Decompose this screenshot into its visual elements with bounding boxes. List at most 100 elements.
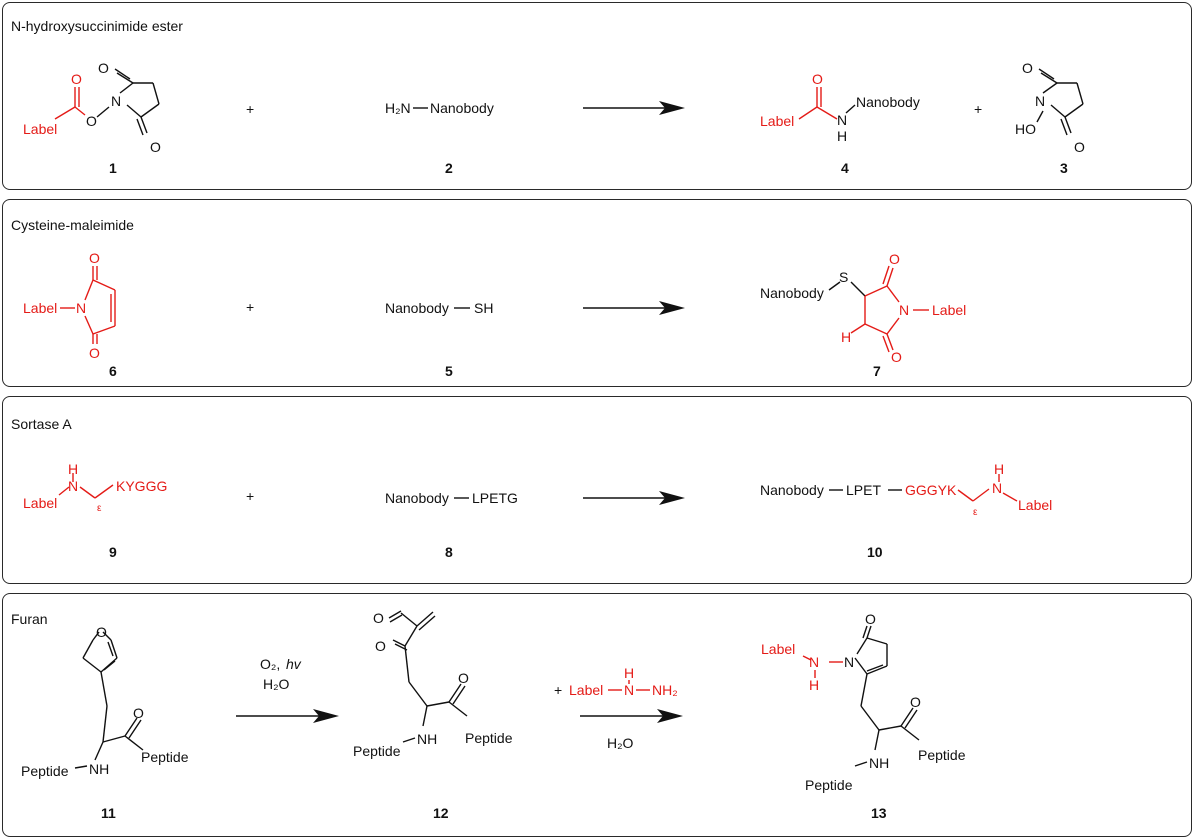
- oxygen-atom: O: [89, 345, 100, 361]
- nanobody-text: Nanobody: [385, 300, 449, 316]
- hydrogen-atom: H: [68, 461, 78, 477]
- peptide-text: Peptide: [21, 763, 69, 779]
- nanobody-text: Nanobody: [385, 490, 449, 506]
- oxygen-atom: O: [1022, 60, 1033, 76]
- nitrogen-atom: N: [1035, 93, 1045, 109]
- panel-nhs-ester: N-hydroxysuccinimide ester Label O O N O…: [2, 2, 1192, 190]
- compound-number: 6: [109, 363, 117, 379]
- panel-title: Cysteine-maleimide: [11, 217, 134, 233]
- nitrogen-atom: N: [624, 682, 634, 698]
- amine-group: NH₂: [652, 682, 678, 698]
- compound-3-n-hydroxysuccinimide: N O O HO: [1015, 60, 1085, 155]
- compound-9-label-kyggg: Label H N KYGGG ε: [23, 461, 167, 514]
- amine-group: NH: [869, 755, 889, 771]
- peptide-sequence: KYGGG: [116, 478, 167, 494]
- oxygen-atom: O: [1074, 139, 1085, 155]
- sortase-a-scheme: Sortase A Label H N KYGGG ε 9 + Nanobody…: [11, 416, 1052, 560]
- peptide-text: Peptide: [465, 730, 513, 746]
- label-text: Label: [1018, 497, 1052, 513]
- nitrogen-atom: N: [68, 478, 78, 494]
- nitrogen-atom: N: [992, 480, 1002, 496]
- compound-number: 3: [1060, 160, 1068, 176]
- reaction-arrow-oxidation: O₂, hv H₂O: [236, 656, 339, 723]
- amine-group: H₂N: [385, 100, 411, 116]
- oxygen-atom: O: [889, 251, 900, 267]
- peptide-sequence: LPET: [846, 482, 881, 498]
- amine-group: NH: [89, 761, 109, 777]
- thiol-group: SH: [474, 300, 493, 316]
- reaction-arrow: [583, 491, 685, 505]
- label-text: Label: [761, 641, 795, 657]
- plus-sign: +: [974, 101, 982, 117]
- compound-2-nanobody-amine: H₂N Nanobody: [385, 100, 494, 116]
- oxygen-atom: O: [150, 139, 161, 155]
- compound-7-thiosuccinimide-conjugate: Nanobody S O N Label H O: [760, 251, 966, 365]
- compound-number: 11: [101, 805, 116, 821]
- sulfur-atom: S: [839, 269, 848, 285]
- nanobody-text: Nanobody: [856, 94, 920, 110]
- panel-cysteine-maleimide: Cysteine-maleimide Label N O O 6 + Nanob…: [2, 199, 1192, 387]
- light-reagent: hv: [286, 656, 302, 672]
- label-text: Label: [760, 113, 794, 129]
- panel-title: Sortase A: [11, 416, 72, 432]
- panel-title: Furan: [11, 611, 48, 627]
- label-text: Label: [23, 300, 57, 316]
- nitrogen-atom: N: [76, 300, 86, 316]
- hydroxyl-group: HO: [1015, 121, 1036, 137]
- nhs-ester-scheme: N-hydroxysuccinimide ester Label O O N O…: [11, 18, 1085, 176]
- compound-number: 8: [445, 544, 453, 560]
- oxygen-atom: O: [891, 349, 902, 365]
- oxygen-atom: O: [96, 624, 107, 640]
- panel-furan: Furan O O Peptide NH Peptide 11 O₂, hv H…: [2, 593, 1192, 837]
- compound-number: 10: [867, 544, 883, 560]
- plus-sign: +: [246, 299, 254, 315]
- oxygen-atom: O: [89, 250, 100, 266]
- nitrogen-atom: N: [809, 654, 819, 670]
- compound-10-sortase-product: Nanobody LPET GGGYK H N Label ε: [760, 461, 1052, 518]
- peptide-text: Peptide: [353, 743, 401, 759]
- nitrogen-atom: N: [899, 302, 909, 318]
- reaction-arrow: [583, 301, 685, 315]
- oxygen-atom: O: [375, 638, 386, 654]
- oxygen-reagent: O₂,: [260, 656, 280, 672]
- hydrogen-atom: H: [841, 329, 851, 345]
- hydrogen-atom: H: [624, 665, 634, 681]
- compound-number: 13: [871, 805, 887, 821]
- plus-sign: +: [246, 488, 254, 504]
- peptide-text: Peptide: [805, 777, 853, 793]
- compound-number: 9: [109, 544, 117, 560]
- label-text: Label: [932, 302, 966, 318]
- oxygen-atom: O: [910, 694, 921, 710]
- compound-number: 4: [841, 160, 849, 176]
- compound-number: 1: [109, 160, 117, 176]
- epsilon-marker: ε: [973, 507, 978, 518]
- plus-sign: +: [246, 101, 254, 117]
- panel-title: N-hydroxysuccinimide ester: [11, 18, 183, 34]
- oxygen-atom: O: [98, 60, 109, 76]
- furan-scheme: Furan O O Peptide NH Peptide 11 O₂, hv H…: [11, 610, 966, 821]
- hydrogen-atom: H: [994, 461, 1004, 477]
- compound-number: 5: [445, 363, 453, 379]
- plus-sign: +: [554, 682, 562, 698]
- peptide-text: Peptide: [918, 747, 966, 763]
- compound-number: 12: [433, 805, 449, 821]
- oxygen-atom: O: [373, 610, 384, 626]
- oxygen-atom: O: [812, 71, 823, 87]
- compound-8-nanobody-lpetg: Nanobody LPETG: [385, 490, 518, 506]
- panel-sortase-a: Sortase A Label H N KYGGG ε 9 + Nanobody…: [2, 396, 1192, 584]
- epsilon-marker: ε: [97, 503, 102, 514]
- oxygen-atom: O: [133, 705, 144, 721]
- hydrogen-atom: H: [837, 128, 847, 144]
- compound-6-maleimide-label: Label N O O: [23, 250, 116, 361]
- compound-number: 2: [445, 160, 453, 176]
- oxygen-atom: O: [86, 113, 97, 129]
- nanobody-text: Nanobody: [430, 100, 494, 116]
- reaction-arrow: [583, 101, 685, 115]
- oxygen-atom: O: [458, 670, 469, 686]
- oxygen-atom: O: [865, 611, 876, 627]
- peptide-sequence: GGGYK: [905, 482, 957, 498]
- nanobody-text: Nanobody: [760, 482, 824, 498]
- reaction-arrow-hydrazine: + Label H N NH₂ H₂O: [554, 665, 683, 751]
- compound-number: 7: [873, 363, 881, 379]
- compound-4-amide-product: Label O N H Nanobody: [760, 71, 920, 144]
